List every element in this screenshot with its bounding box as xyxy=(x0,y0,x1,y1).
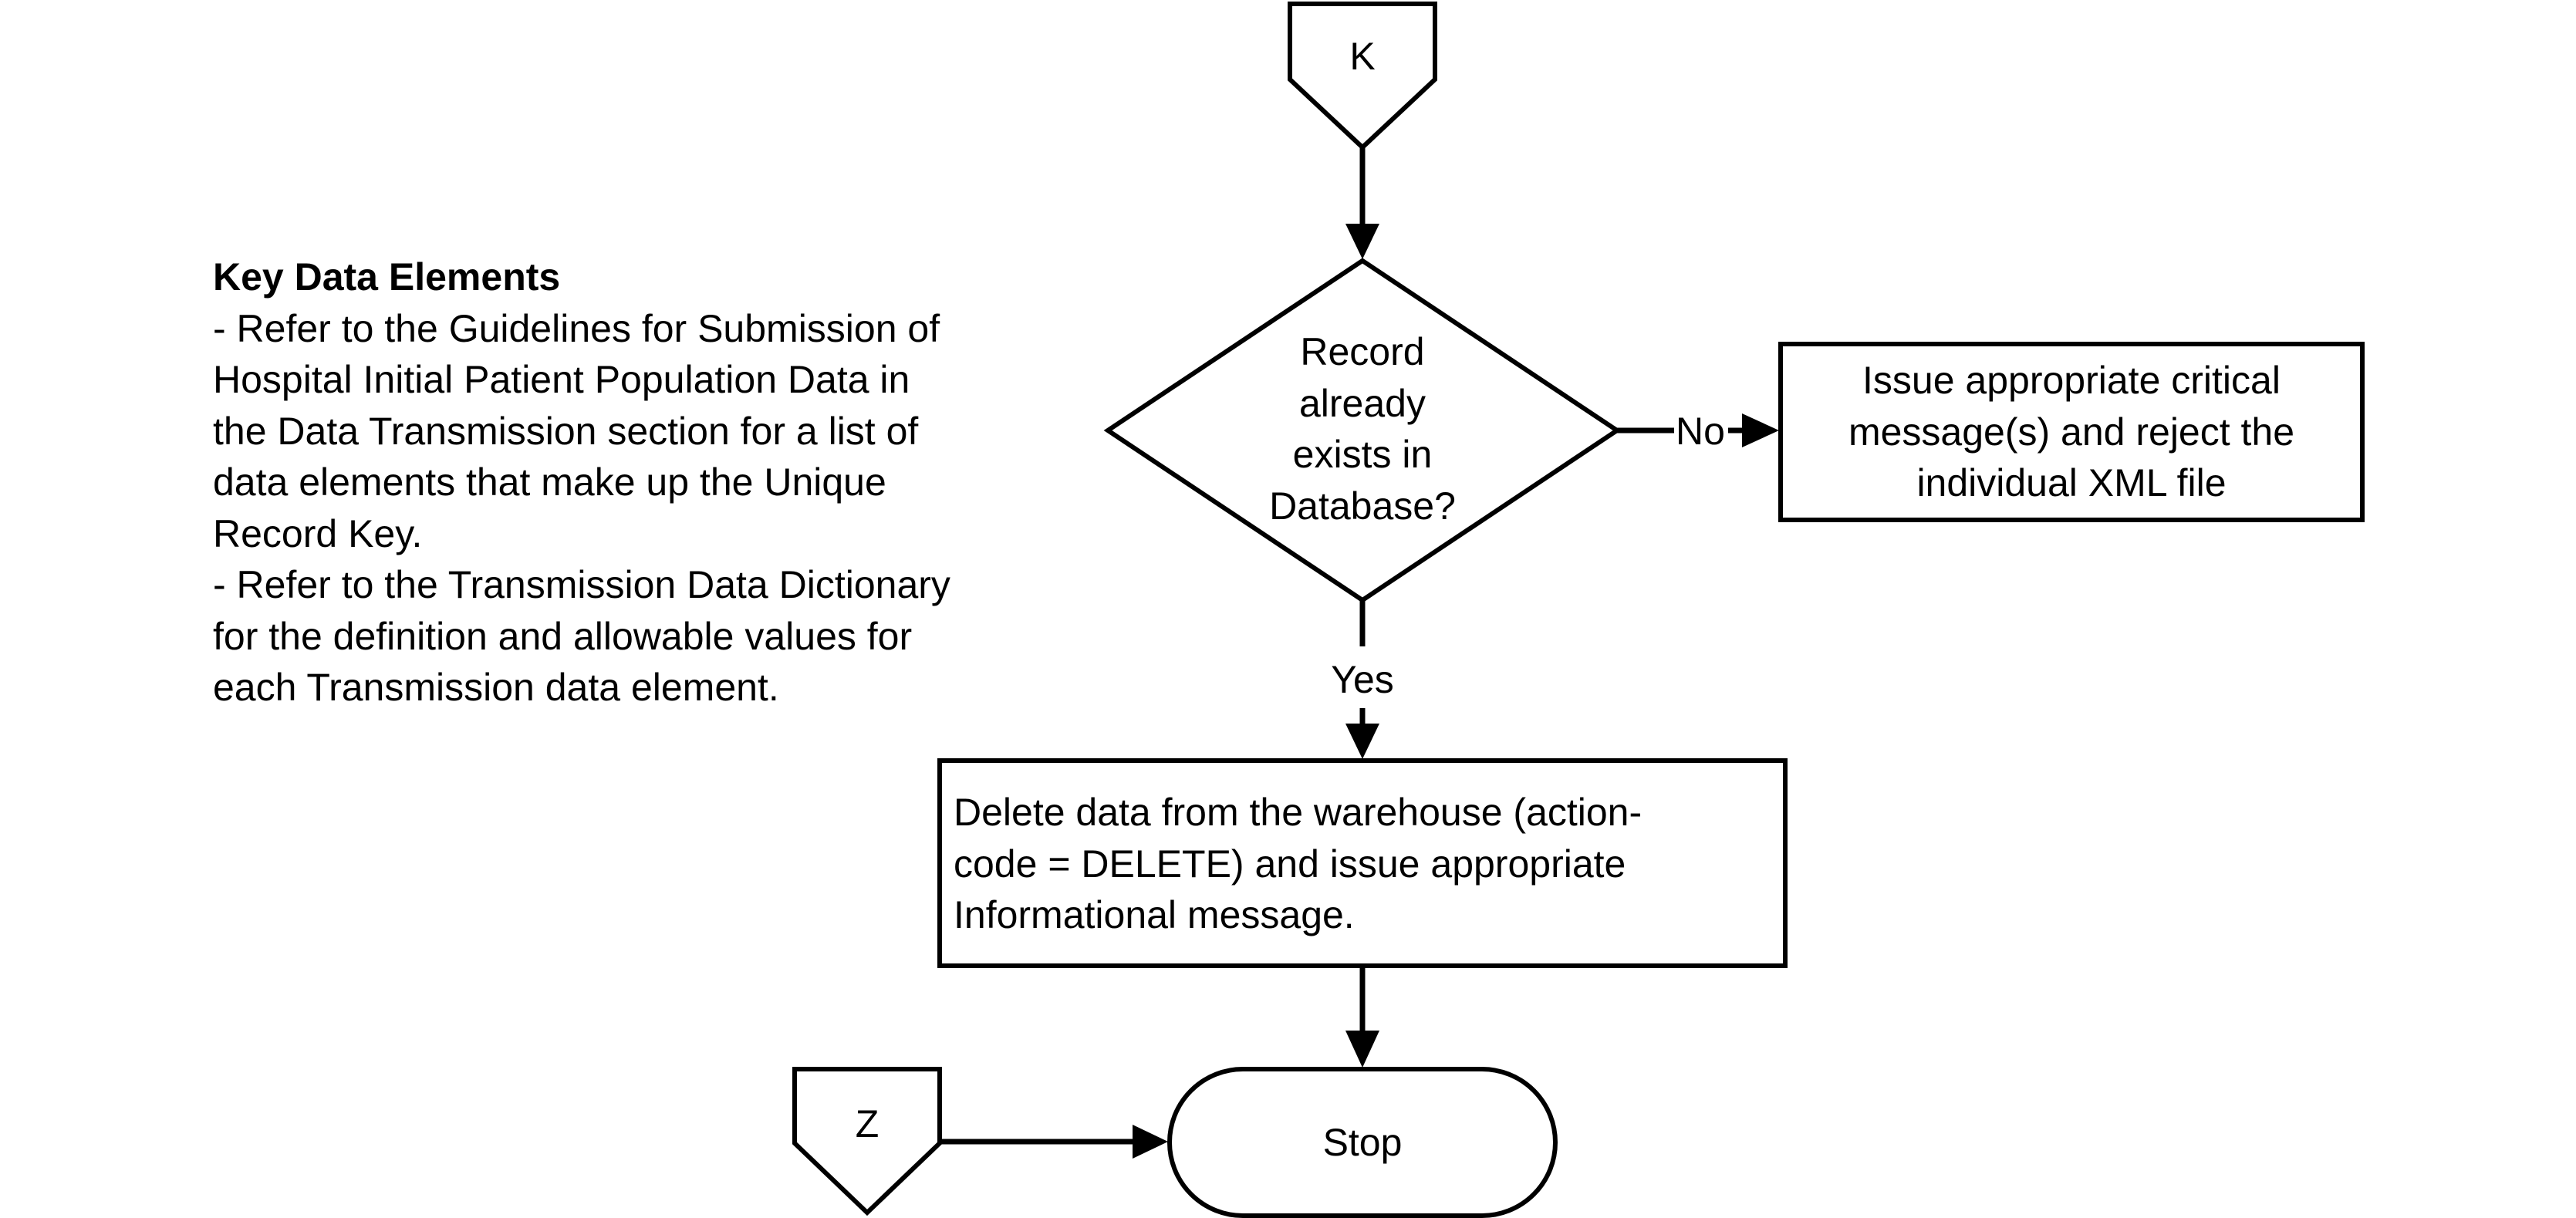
note-line: each Transmission data element. xyxy=(213,666,779,709)
arrowhead-k-to-decision xyxy=(1345,224,1379,259)
arrowhead-yes xyxy=(1345,724,1379,759)
edge-yes-label: Yes xyxy=(1331,658,1394,701)
stop-terminator xyxy=(1167,1067,1558,1218)
delete-line: Delete data from the warehouse (action- xyxy=(954,791,1642,835)
edge-no-label: No xyxy=(1676,410,1725,453)
delete-text: Delete data from the warehouse (action- … xyxy=(954,787,1779,941)
reject-line: individual XML file xyxy=(1916,461,2227,505)
arrowhead-no xyxy=(1742,413,1779,447)
note-line: Record Key. xyxy=(213,511,423,555)
connector-k-shape xyxy=(1288,2,1437,151)
connector-z-shape xyxy=(792,1067,942,1216)
note-line: - Refer to the Guidelines for Submission… xyxy=(213,306,940,350)
arrowhead-z-to-stop xyxy=(1133,1125,1168,1159)
stop-label: Stop xyxy=(1323,1121,1403,1164)
connector-z-label: Z xyxy=(856,1102,879,1145)
key-data-elements-title: Key Data Elements xyxy=(213,255,561,299)
decision-line: already xyxy=(1298,381,1426,425)
decision-text: Record already exists in Database? xyxy=(1193,324,1532,534)
delete-box xyxy=(937,758,1788,968)
note-line: Hospital Initial Patient Population Data… xyxy=(213,358,910,401)
delete-line: code = DELETE) and issue appropriate xyxy=(954,842,1626,886)
note-line: - Refer to the Transmission Data Diction… xyxy=(213,563,950,606)
key-data-elements-note: Key Data Elements - Refer to the Guideli… xyxy=(213,251,1077,714)
arrowhead-delete-to-stop xyxy=(1345,1031,1379,1068)
delete-line: Informational message. xyxy=(954,893,1355,937)
note-line: the Data Transmission section for a list… xyxy=(213,409,919,453)
connector-k-label: K xyxy=(1349,35,1375,78)
note-line: data elements that make up the Unique xyxy=(213,461,886,504)
reject-line: message(s) and reject the xyxy=(1848,410,2295,454)
decision-line: Record xyxy=(1300,330,1425,373)
reject-box xyxy=(1778,342,2365,522)
reject-line: Issue appropriate critical xyxy=(1862,359,2281,403)
decision-line: exists in xyxy=(1292,433,1433,476)
reject-text: Issue appropriate critical message(s) an… xyxy=(1785,349,2358,515)
note-line: for the definition and allowable values … xyxy=(213,614,913,658)
decision-line: Database? xyxy=(1269,484,1456,528)
